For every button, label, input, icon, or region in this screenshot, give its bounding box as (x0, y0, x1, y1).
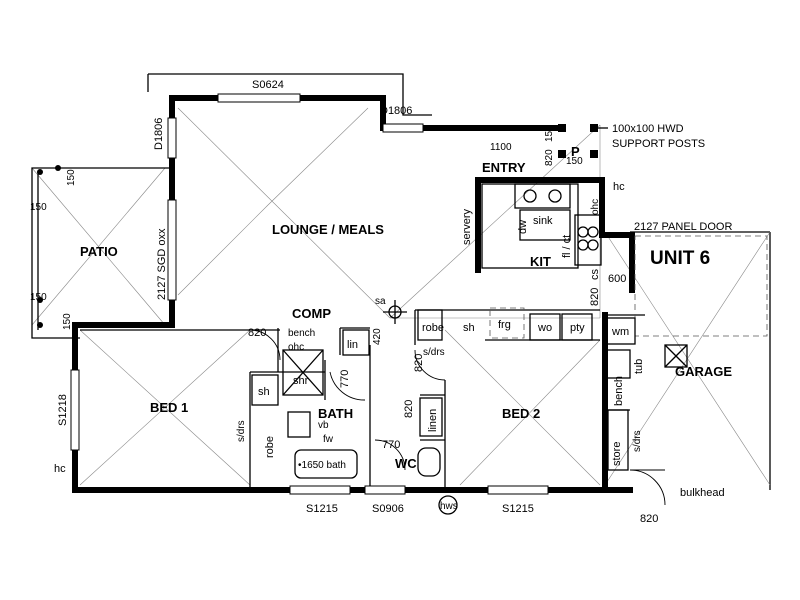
support-posts (558, 124, 608, 158)
doors (249, 329, 666, 506)
label-dw: dw (517, 220, 529, 234)
dim-820-bed1: 820 (248, 327, 266, 339)
room-label-garage: GARAGE (675, 364, 732, 379)
label-wo: wo (537, 322, 552, 334)
dim-s0906: S0906 (372, 503, 404, 515)
note-support-2: SUPPORT POSTS (612, 138, 705, 150)
label-hc-kit: hc (613, 181, 625, 193)
room-label-unit: UNIT 6 (650, 248, 710, 269)
label-cs: cs (589, 269, 601, 281)
dim-s1215-left: S1215 (306, 503, 338, 515)
label-fw: fw (323, 434, 334, 445)
room-label-lounge: LOUNGE / MEALS (272, 222, 384, 237)
dim-sgd: 2127 SGD oxx (156, 228, 168, 300)
dim-820-garage: 820 (589, 288, 601, 306)
dim-420: 420 (372, 328, 383, 345)
label-frg: frg (498, 319, 511, 331)
label-sdrs-bed1: s/drs (236, 420, 247, 442)
dim-s0624: S0624 (252, 79, 284, 91)
label-ohc-comp: ohc (288, 342, 304, 353)
dim-820-entry: 820 (544, 149, 555, 166)
label-p: P (571, 144, 580, 159)
label-wm: wm (611, 326, 629, 338)
label-sink: sink (533, 215, 553, 227)
room-label-bed1: BED 1 (150, 400, 188, 415)
room-label-wc: WC (395, 456, 417, 471)
dim-1100: 1100 (490, 142, 512, 153)
dim-panel-door: 2127 PANEL DOOR (634, 221, 732, 233)
label-shr: shr (293, 375, 309, 387)
note-support-1: 100x100 HWD (612, 123, 684, 135)
bath-fixtures (251, 300, 688, 515)
label-sdrs-store: s/drs (632, 430, 643, 452)
label-hws: hws (440, 501, 458, 512)
room-label-bed2: BED 2 (502, 406, 540, 421)
label-robe-bed2: robe (422, 322, 444, 334)
dim-770-b: 770 (382, 439, 400, 451)
dim-820-lin: 820 (403, 400, 415, 418)
label-sdrs-bed2: s/drs (423, 347, 445, 358)
dim-600: 600 (608, 273, 626, 285)
label-linen: linen (427, 409, 439, 432)
label-sa: sa (375, 296, 386, 307)
hip-lines (31, 107, 771, 486)
label-fl-ct: fl / ct (561, 235, 573, 258)
label-hc-bed1: hc (54, 463, 66, 475)
patio-outline (31, 165, 172, 339)
dim-150-patio-low: 150 (30, 292, 47, 303)
label-bench-garage: bench (613, 376, 625, 406)
dim-d1806-side: D1806 (153, 118, 165, 150)
dim-150-patio-top: 150 (66, 169, 77, 186)
garage-door-outline (634, 235, 768, 337)
label-bench-comp: bench (288, 328, 315, 339)
room-label-bath: BATH (318, 406, 353, 421)
room-label-entry: ENTRY (482, 160, 526, 175)
label-robe-bed1: robe (264, 436, 276, 458)
label-bath-tub: •1650 bath (298, 460, 346, 471)
label-lin: lin (347, 339, 358, 351)
label-sh-bed1: sh (258, 386, 270, 398)
dim-d1806-top: D1806 (380, 105, 412, 117)
dim-150-a: 150 (544, 125, 555, 142)
dim-150-patio-bot: 150 (62, 313, 73, 330)
dim-820-bed2: 820 (413, 354, 425, 372)
kitchen-fixtures (481, 183, 636, 379)
dim-150-patio-left: 150 (30, 202, 47, 213)
label-pty: pty (570, 322, 585, 334)
label-sh-bed2: sh (463, 322, 475, 334)
label-ohc-kit: ohc (590, 199, 601, 215)
room-label-comp: COMP (292, 306, 331, 321)
room-label-kit: KIT (530, 254, 551, 269)
label-store: store (611, 442, 623, 466)
dim-150-b: 150 (566, 156, 583, 167)
label-vb: vb (318, 420, 329, 431)
room-label-patio: PATIO (80, 244, 118, 259)
label-servery: servery (461, 208, 473, 245)
label-tub: tub (633, 359, 645, 374)
dim-770-a: 770 (339, 370, 351, 388)
dim-s1218: S1218 (57, 394, 69, 426)
dim-820-bottom: 820 (640, 513, 658, 525)
label-bulkhead: bulkhead (680, 487, 725, 499)
windows (70, 93, 549, 495)
dim-s1215-right: S1215 (502, 503, 534, 515)
roof-outline (147, 73, 771, 490)
